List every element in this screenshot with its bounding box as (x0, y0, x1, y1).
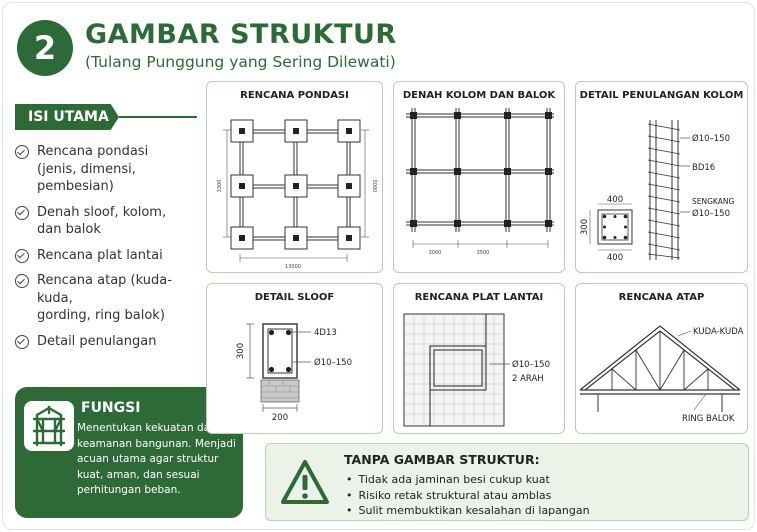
rebar-label: 4D13 (314, 328, 337, 338)
dimension-label: 3000 (429, 250, 442, 256)
list-item-text: (jenis, dimensi, pembesian) (37, 161, 136, 195)
list-item: Rencana plat lantai (15, 247, 205, 265)
list-item-text: gording, ring balok) (37, 308, 165, 323)
list-item-text: dan balok (37, 222, 101, 237)
rebar-label: SENGKANG (692, 197, 734, 206)
pondasi-plan-drawing: 3300 5000 13000 (217, 119, 377, 270)
panel-title: RENCANA PONDASI (240, 90, 349, 101)
dimension-label: 13000 (285, 264, 301, 270)
check-circle-icon (15, 248, 29, 263)
warning-item: Tidak ada jaminan besi cukup kuat (346, 472, 590, 488)
list-item: Denah sloof, kolom, dan balok (15, 204, 205, 239)
rebar-label: BD16 (692, 163, 715, 173)
isi-utama-label: ISI UTAMA (15, 104, 119, 130)
panel-denah-kolom-balok: DENAH KOLOM DAN BALOK 3000 3500 (393, 81, 565, 273)
dimension-label: 400 (607, 195, 623, 205)
roof-label: KUDA-KUDA (693, 327, 744, 337)
fungsi-text: Menentukan kekuatan dan keamanan banguna… (77, 422, 236, 496)
sloof-section-drawing: 4D13 Ø10–150 300 200 (236, 323, 352, 423)
list-item-text: Denah sloof, kolom, (37, 204, 167, 220)
panel-title: RENCANA ATAP (618, 292, 705, 303)
rebar-label: 2 ARAH (512, 374, 544, 384)
isi-utama-list: Rencana pondasi (jenis, dimensi, pembesia… (15, 143, 205, 358)
dimension-label: 400 (607, 253, 623, 263)
page-subtitle: (Tulang Punggung yang Sering Dilewati) (85, 53, 396, 71)
kolom-rebar-drawing: Ø10–150 BD16 SENGKANG Ø10–150 400 300 40… (580, 120, 734, 263)
panel-title: RENCANA PLAT LANTAI (414, 292, 544, 303)
panel-rencana-plat-lantai: RENCANA PLAT LANTAI Ø10–150 2 ARAH (393, 283, 565, 434)
stirrups (647, 123, 681, 259)
page-title: GAMBAR STRUKTUR (85, 19, 397, 50)
list-item-text: Rencana plat lantai (37, 247, 163, 263)
check-circle-icon (15, 145, 29, 159)
section-number-badge: 2 (17, 20, 73, 76)
panel-detail-penulangan-kolom: DETAIL PENULANGAN KOLOM Ø10–150 BD16 SEN… (575, 81, 748, 273)
list-item: Rencana atap (kuda-kuda, gording, ring ba… (15, 272, 205, 325)
roof-label: RING BALOK (682, 414, 735, 424)
truss-members (611, 331, 709, 391)
rebar-label: Ø10–150 (692, 133, 730, 144)
dimension-label: 3300 (217, 180, 223, 193)
dimension-label: 300 (580, 219, 590, 235)
rebar-label: Ø10–150 (692, 208, 730, 219)
fungsi-box: FUNGSI Menentukan kekuatan dan keamanan … (15, 387, 243, 518)
dimension-label: 300 (236, 343, 246, 359)
list-item-text: Rencana pondasi (37, 144, 149, 159)
list-item: Detail penulangan (15, 333, 205, 351)
rebar-label: Ø10–150 (314, 357, 352, 368)
panel-rencana-pondasi: RENCANA PONDASI (206, 81, 383, 273)
slab-mesh (404, 314, 504, 426)
check-circle-icon (15, 205, 29, 220)
list-item: Rencana pondasi (jenis, dimensi, pembesia… (15, 143, 205, 196)
check-circle-icon (15, 334, 29, 349)
column-section (597, 209, 633, 245)
building-frame-icon (24, 401, 74, 451)
column-markers (410, 112, 552, 227)
panel-title: DETAIL PENULANGAN KOLOM (579, 90, 744, 101)
warning-title: TANPA GAMBAR STRUKTUR: (344, 452, 540, 467)
footing-pads (230, 119, 361, 250)
dimension-label: 3500 (477, 250, 490, 256)
panel-rencana-atap: RENCANA ATAP KUDA-KUDA RING (575, 283, 748, 434)
warning-item: Sulit membuktikan kesalahan di lapangan (346, 503, 590, 519)
roof-truss-drawing: KUDA-KUDA RING BALOK (579, 325, 744, 424)
list-item-text: Rencana atap (kuda-kuda, (37, 273, 172, 306)
panel-title: DETAIL SLOOF (254, 292, 335, 303)
warning-triangle-icon (281, 460, 329, 504)
warning-item: Risiko retak struktural atau amblas (346, 488, 590, 504)
panel-detail-sloof: DETAIL SLOOF 4D13 Ø10–150 300 200 (206, 283, 383, 434)
rebar-label: Ø10–150 (512, 359, 550, 370)
denah-plan-drawing: 3000 3500 (406, 108, 554, 256)
panel-title: DENAH KOLOM DAN BALOK (402, 90, 556, 101)
dimension-label: 5000 (371, 180, 377, 193)
posts (597, 394, 723, 412)
isi-utama-divider (119, 116, 197, 118)
check-circle-icon (15, 274, 29, 288)
list-item-text: Detail penulangan (37, 333, 157, 349)
plat-plan-drawing: Ø10–150 2 ARAH (403, 313, 550, 427)
dimension-label: 200 (272, 413, 288, 423)
warning-list: Tidak ada jaminan besi cukup kuat Risiko… (346, 472, 590, 519)
fungsi-title: FUNGSI (81, 400, 141, 416)
warning-box: TANPA GAMBAR STRUKTUR: Tidak ada jaminan… (265, 443, 749, 521)
